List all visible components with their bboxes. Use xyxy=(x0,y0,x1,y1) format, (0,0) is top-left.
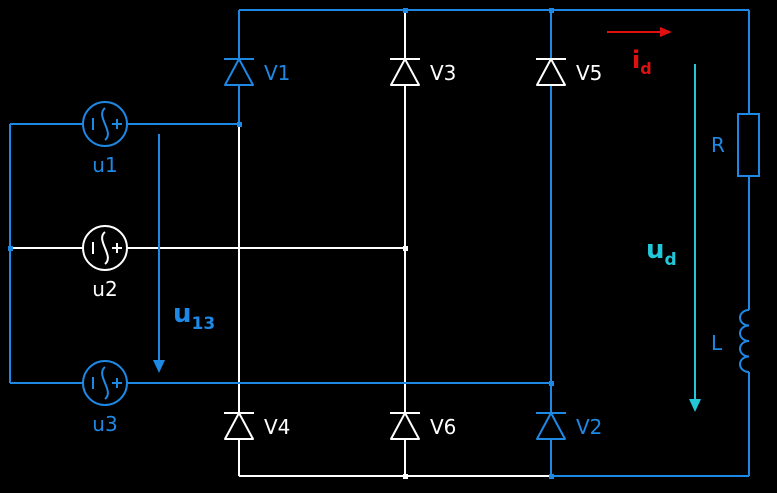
junction-dot xyxy=(403,8,408,13)
diode-v4: V4 xyxy=(224,412,290,440)
diode-triangle xyxy=(536,58,566,86)
inductor-l xyxy=(739,309,750,373)
diode-v6: V6 xyxy=(390,412,456,440)
source-label: u2 xyxy=(92,277,117,301)
diode-label: V2 xyxy=(576,415,602,439)
diode-label: V6 xyxy=(430,415,456,439)
current-arrow xyxy=(607,27,672,37)
junction-dot xyxy=(403,246,408,251)
sine-wave-icon xyxy=(101,231,109,265)
diode-label: V3 xyxy=(430,61,456,85)
diode-triangle xyxy=(224,58,254,86)
junction-dot xyxy=(549,381,554,386)
junction-dot xyxy=(403,474,408,479)
junction-dot xyxy=(8,246,13,251)
junctions xyxy=(8,8,554,479)
line-voltage-arrow xyxy=(153,134,165,373)
ac-source-u1: u1 xyxy=(82,101,128,177)
diode-v5: V5 xyxy=(536,58,602,86)
ac-source-u3: u3 xyxy=(82,360,128,436)
current-label: id xyxy=(632,46,652,78)
diode-triangle xyxy=(390,412,420,440)
diode-v1: V1 xyxy=(224,58,290,86)
resistor-r xyxy=(737,113,760,177)
diode-triangle xyxy=(390,58,420,86)
junction-dot xyxy=(549,474,554,479)
diode-triangle xyxy=(536,412,566,440)
diode-v2: V2 xyxy=(536,412,602,440)
resistor-label: R xyxy=(711,133,725,157)
output-voltage-arrow xyxy=(689,64,701,412)
diode-label: V5 xyxy=(576,61,602,85)
white-wires xyxy=(10,10,551,477)
sine-wave-icon xyxy=(101,366,109,400)
source-label: u3 xyxy=(92,412,117,436)
source-label: u1 xyxy=(92,153,117,177)
sine-wave-icon xyxy=(101,107,109,141)
output-voltage-label: ud xyxy=(646,235,677,270)
diode-label: V1 xyxy=(264,61,290,85)
line-voltage-label: u13 xyxy=(173,299,215,334)
junction-dot xyxy=(549,8,554,13)
diode-label: V4 xyxy=(264,415,290,439)
junction-dot xyxy=(237,122,242,127)
inductor-label: L xyxy=(711,331,723,355)
ac-source-u2: u2 xyxy=(82,225,128,301)
blue-wires xyxy=(9,9,750,477)
diode-triangle xyxy=(224,412,254,440)
ac-sources: u1 u2 u3 xyxy=(82,101,128,436)
diode-v3: V3 xyxy=(390,58,456,86)
